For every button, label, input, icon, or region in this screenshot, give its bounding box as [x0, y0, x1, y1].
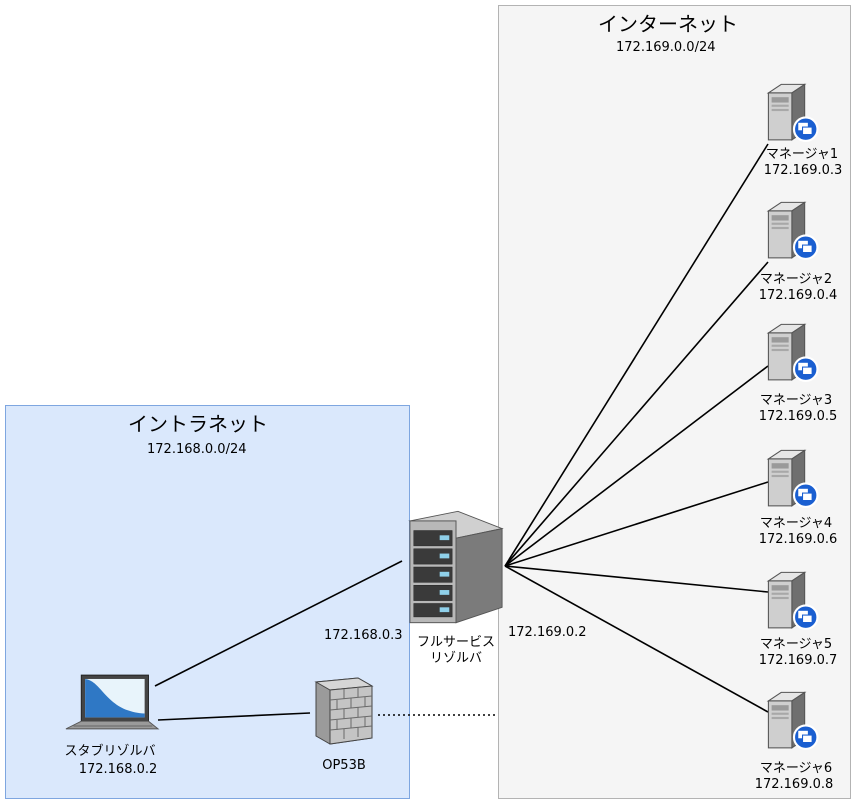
link-stub-resolver [154, 560, 403, 687]
manager-ip: 172.169.0.6 [758, 532, 838, 547]
server-tower-icon[interactable] [767, 691, 819, 750]
stub-resolver-ip: 172.168.0.2 [78, 762, 158, 777]
full-resolver-ip-intranet: 172.168.0.3 [324, 628, 403, 643]
intranet-zone-title: イントラネット [128, 412, 268, 436]
manager-ip: 172.169.0.5 [758, 409, 838, 424]
manager-ip: 172.169.0.8 [754, 777, 834, 792]
manager-ip: 172.169.0.7 [758, 653, 838, 668]
manager-ip: 172.169.0.4 [758, 288, 838, 303]
manager-ip: 172.169.0.3 [763, 163, 843, 178]
server-tower-icon[interactable] [767, 201, 819, 260]
internet-zone-title: インターネット [598, 12, 738, 36]
intranet-zone-subnet: 172.168.0.0/24 [147, 442, 247, 457]
internet-zone-subnet: 172.169.0.0/24 [616, 40, 716, 55]
full-resolver-name-line1: フルサービス [416, 635, 496, 650]
firewall-brick-icon[interactable] [315, 677, 373, 745]
server-tower-icon[interactable] [767, 571, 819, 630]
full-resolver-name-line2: リゾルバ [429, 651, 483, 666]
manager-name: マネージャ3 [759, 393, 833, 408]
link-resolver-manager5 [504, 565, 769, 593]
laptop-icon[interactable] [65, 674, 159, 730]
manager-name: マネージャ2 [759, 272, 833, 287]
link-resolver-manager2 [504, 261, 769, 567]
manager-name: マネージャ4 [759, 516, 833, 531]
stub-resolver-name: スタブリゾルバ [64, 744, 156, 759]
server-tower-icon[interactable] [767, 449, 819, 508]
link-resolver-manager1 [504, 143, 769, 567]
link-resolver-manager3 [504, 365, 769, 567]
firewall-name: OP53B [322, 758, 366, 773]
server-tower-icon[interactable] [767, 83, 819, 142]
server-rack-icon[interactable] [409, 510, 503, 624]
manager-name: マネージャ5 [759, 637, 833, 652]
full-resolver-ip-internet: 172.169.0.2 [508, 625, 587, 640]
link-resolver-manager4 [504, 481, 769, 567]
manager-name: マネージャ1 [765, 147, 839, 162]
server-tower-icon[interactable] [767, 323, 819, 382]
manager-name: マネージャ6 [759, 761, 833, 776]
link-resolver-manager6 [504, 565, 769, 713]
link-stub-firewall [157, 712, 311, 721]
